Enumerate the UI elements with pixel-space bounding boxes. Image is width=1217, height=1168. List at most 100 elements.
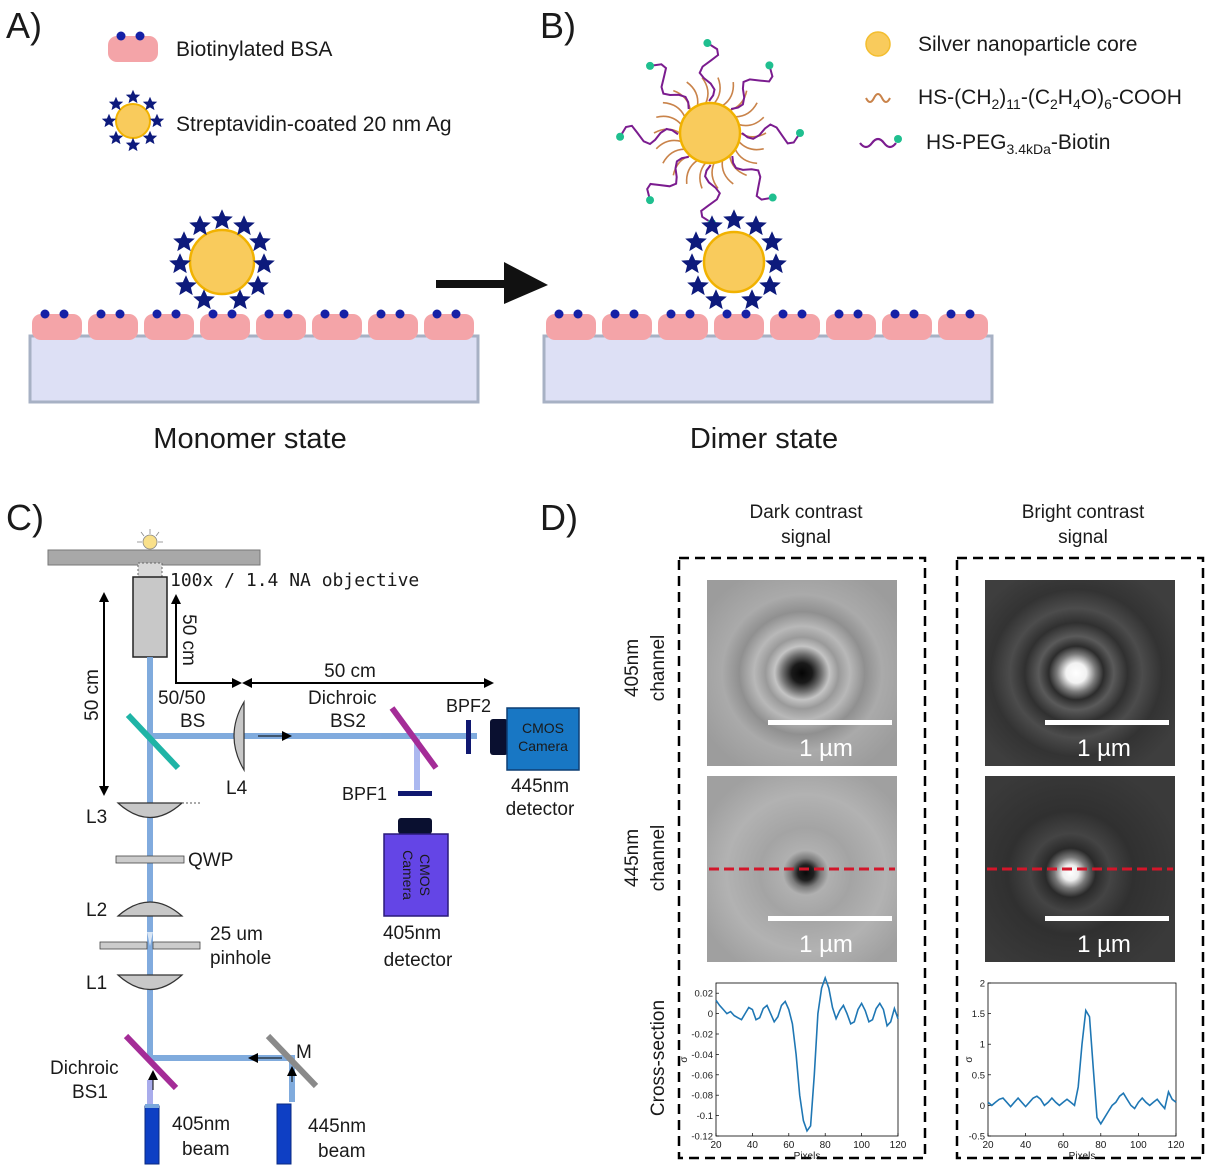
x-tick-label: 20: [710, 1140, 722, 1151]
biotin-end: [646, 61, 655, 70]
x-tick-label: 20: [982, 1140, 994, 1151]
objective-mount: [137, 562, 163, 578]
caption-dimer: Dimer state: [690, 423, 838, 455]
panel-c-letter: C): [6, 497, 44, 538]
dichroic-bs2-label-1: Dichroic: [308, 688, 377, 709]
objective-label: 100x / 1.4 NA objective: [170, 570, 419, 591]
bsa-block: [658, 309, 708, 340]
legend-ligand-icon: [865, 93, 891, 103]
bsa-block: [144, 309, 194, 340]
dichroic-bs1-label-2: BS1: [72, 1082, 108, 1103]
y-tick-label: 0.5: [972, 1070, 985, 1081]
bsa-block: [200, 309, 250, 340]
detector-445-label-2: detector: [506, 799, 575, 820]
bsa-block: [424, 309, 474, 340]
bsa-block: [368, 309, 418, 340]
dist-label-long-group: 50 cm: [82, 669, 103, 721]
ligand-chain: [673, 89, 692, 111]
y-tick-label: -0.06: [691, 1070, 713, 1081]
dichroic-bs1: [123, 1033, 179, 1091]
detector-405-label-2: detector: [384, 950, 453, 971]
beam-405-label-2: beam: [182, 1139, 230, 1160]
scalebar-bright-445: 1 µm: [1045, 916, 1169, 958]
x-tick-label: 80: [820, 1140, 832, 1151]
camera-405-body: [383, 833, 449, 917]
mirror-label: M: [296, 1042, 312, 1063]
ligand-chain: [701, 77, 709, 104]
dichroic-bs2: [389, 706, 439, 770]
ag-nanoparticle-b: [681, 209, 787, 310]
panel-d-letter: D): [540, 497, 578, 538]
camera-445-lens: [490, 719, 508, 755]
focus-cone: [147, 932, 153, 946]
legend-ligand-label: HS-(CH2)11-(C2H4O)6-COOH: [918, 86, 1182, 112]
y-tick-label: -0.02: [691, 1030, 713, 1041]
bsa-block: [770, 309, 820, 340]
y-tick-label: -0.1: [697, 1111, 713, 1122]
bsa-block: [938, 309, 988, 340]
y-tick-label: 0.02: [695, 989, 714, 1000]
ligand-chain: [662, 101, 686, 118]
ligand-chain: [721, 160, 734, 185]
silver-core: [678, 101, 742, 165]
bright-405-image: [985, 580, 1175, 766]
bpf1-filter: [398, 791, 432, 796]
scalebar-dark-445: 1 µm: [768, 916, 892, 958]
biotin-end: [796, 129, 804, 137]
lens-l2-label: L2: [86, 900, 107, 921]
bsa-row-b: [546, 309, 988, 340]
x-tick-label: 80: [1095, 1140, 1107, 1151]
dark-column-frame: [677, 556, 927, 1160]
legend-bsa-label: Biotinylated BSA: [176, 38, 332, 61]
bsa-row-a: [32, 309, 474, 340]
series-line: [715, 975, 899, 1133]
row1-label-2: channel: [648, 635, 669, 702]
row3-label: Cross-section: [648, 1000, 669, 1116]
ligand-chain: [722, 81, 735, 107]
ag-nanoparticle-a: [169, 209, 275, 310]
ligand-chain: [735, 102, 758, 118]
bpf1-label: BPF1: [342, 784, 387, 804]
dark-title-2: signal: [781, 527, 831, 548]
bpf2-filter: [466, 720, 471, 754]
pinhole-plate-right: [152, 941, 201, 950]
functionalized-nanoparticle: [616, 39, 804, 227]
bsa-block: [602, 309, 652, 340]
y-tick-label: 1: [980, 1040, 985, 1051]
dist-label-short: 50 cm: [178, 614, 199, 666]
scalebar-bright-445-label: 1 µm: [1077, 931, 1131, 958]
bright-title-1: Bright contrast: [1022, 502, 1145, 523]
bs-5050-label-2: BS: [180, 711, 205, 732]
pinhole-label-2: pinhole: [210, 948, 271, 969]
lens-l1-label: L1: [86, 973, 107, 994]
legend-core-icon: [865, 31, 891, 57]
lens-l4: [233, 699, 245, 773]
legend-ag-icon: [101, 89, 165, 152]
laser-405: [144, 1105, 160, 1165]
ligand-chain: [685, 159, 698, 185]
x-tick-label: 60: [783, 1140, 795, 1151]
lens-l3-label: L3: [86, 807, 107, 828]
legend-peg-icon: [859, 135, 902, 149]
dark-405-image: [707, 580, 897, 766]
y-tick-label: 2: [980, 979, 985, 990]
row2-label-group: 445nm channel: [622, 825, 669, 892]
panel-a-letter: A): [6, 5, 42, 46]
peg-chain: [731, 155, 773, 201]
legend-peg-label: HS-PEG3.4kDa-Biotin: [926, 131, 1110, 157]
legend-bsa-icon: [108, 31, 158, 62]
bright-column-frame: [955, 556, 1205, 1160]
biotin-end: [765, 61, 774, 70]
laser-445: [276, 1103, 292, 1165]
bs-5050-label-1: 50/50: [158, 688, 206, 709]
scalebar-dark-445-label: 1 µm: [799, 931, 853, 958]
plot-frame: [715, 982, 899, 1137]
y-axis-label: σ: [964, 1056, 975, 1063]
mirror-m: [265, 1033, 319, 1089]
x-axis-label: Pixels: [1069, 1151, 1096, 1162]
biotin-end: [703, 39, 712, 48]
bpf2-label: BPF2: [446, 696, 491, 716]
ligand-chain: [699, 162, 707, 189]
